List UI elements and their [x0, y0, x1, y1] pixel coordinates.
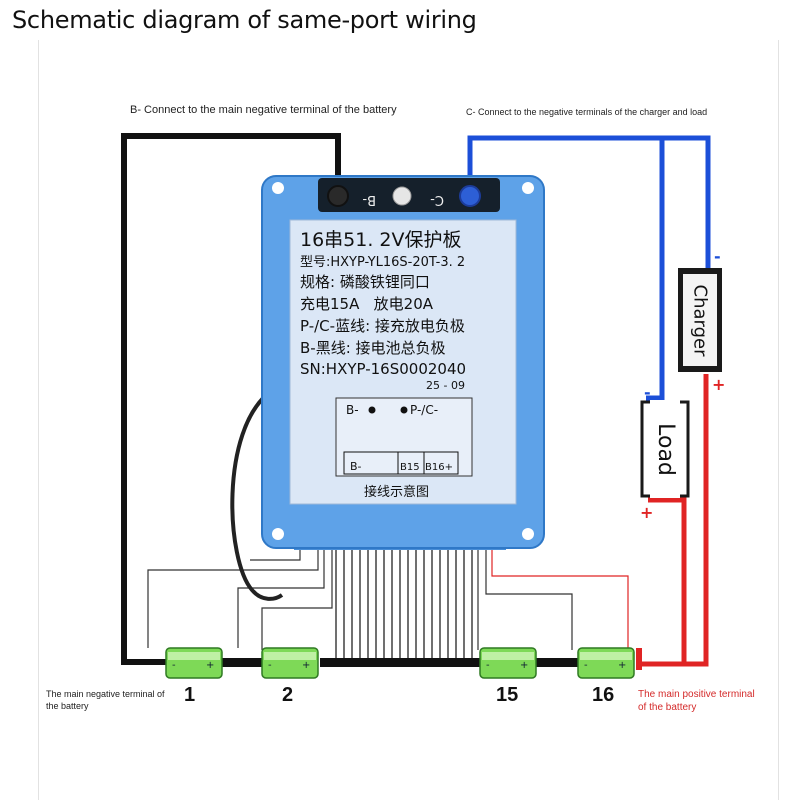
cell-number-1: 1 [184, 684, 196, 706]
cell-1: - + [165, 647, 223, 679]
mini-dot-c [400, 406, 408, 414]
label-line-6: B-黑线: 接电池总负极 [300, 339, 446, 357]
frame-line-left [38, 40, 39, 800]
svg-text:+: + [618, 660, 626, 671]
cell-number-16: 16 [592, 684, 615, 706]
charger-minus: - [714, 247, 721, 266]
cell-16: - + [577, 647, 635, 679]
wire-positive-stub [636, 648, 642, 670]
note-b-minus: B- Connect to the main negative terminal… [130, 104, 397, 116]
load-minus: - [644, 383, 651, 402]
charger-label-box: Charger [683, 274, 717, 366]
wire-c-minus-load [646, 138, 665, 401]
label-line-5: P-/C-蓝线: 接充放电负极 [300, 317, 465, 335]
series-link-1-2 [222, 658, 264, 667]
mount-hole [522, 528, 534, 540]
label-line-7: SN:HXYP-16S0002040 [300, 360, 466, 378]
board-cable-loop [230, 390, 284, 601]
svg-text:-: - [172, 660, 176, 671]
series-link-15-16 [536, 658, 578, 667]
svg-text:+: + [302, 660, 310, 671]
wire-positive-charger [640, 374, 709, 667]
cell-number-15: 15 [496, 684, 519, 706]
note-main-negative: The main negative terminal of the batter… [46, 689, 165, 711]
label-caption: 接线示意图 [364, 484, 429, 500]
mini-b-minus: B- [346, 403, 359, 417]
mount-hole [272, 182, 284, 194]
wire-b-minus [121, 133, 341, 665]
port-c-label: C- [430, 192, 444, 207]
note-main-positive: The main positive terminal of the batter… [638, 689, 755, 713]
mount-hole [272, 528, 284, 540]
svg-text:+: + [520, 660, 528, 671]
svg-text:-: - [486, 660, 490, 671]
charger-label: Charger [689, 284, 711, 356]
cell-2: - + [261, 647, 319, 679]
load-label: Load [652, 422, 678, 476]
mini-terminal-block [343, 451, 459, 475]
mini-p-c-minus: P-/C- [410, 403, 438, 417]
label-line-4: 充电15A 放电20A [300, 295, 434, 313]
svg-text:-: - [268, 660, 272, 671]
mini-bottom-b-minus: B- [350, 460, 362, 473]
label-line-1: 16串51. 2V保护板 [300, 229, 462, 251]
mini-dot-b [368, 406, 376, 414]
port-b-label: B- [362, 192, 376, 207]
load-plus: + [640, 503, 653, 522]
page-title: Schematic diagram of same-port wiring [12, 6, 477, 34]
svg-text:-: - [584, 660, 588, 671]
mount-hole [522, 182, 534, 194]
frame-line-right [778, 40, 779, 800]
cell-number-2: 2 [282, 684, 294, 706]
mini-b16: B16+ [425, 462, 453, 473]
note-c-minus: C- Connect to the negative terminals of … [466, 107, 708, 117]
sense-wires [147, 548, 629, 650]
cell-15: - + [479, 647, 537, 679]
label-line-3: 规格: 磷酸铁锂同口 [300, 273, 430, 291]
series-link-2-ribbon [320, 658, 480, 667]
load-label-box: Load [645, 405, 685, 493]
port-c-minus [459, 185, 481, 207]
wire-c-minus-charger [467, 135, 711, 272]
label-line-2: 型号:HXYP-YL16S-20T-3. 2 [300, 255, 465, 270]
port-b-minus [327, 185, 349, 207]
port-hole [392, 186, 412, 206]
mini-b15: B15 [400, 462, 420, 473]
wire-positive-load [648, 497, 687, 664]
label-date: 25 - 09 [426, 379, 465, 392]
ribbon-wires [335, 548, 473, 664]
charger-plus: + [712, 375, 725, 394]
svg-text:+: + [206, 660, 214, 671]
